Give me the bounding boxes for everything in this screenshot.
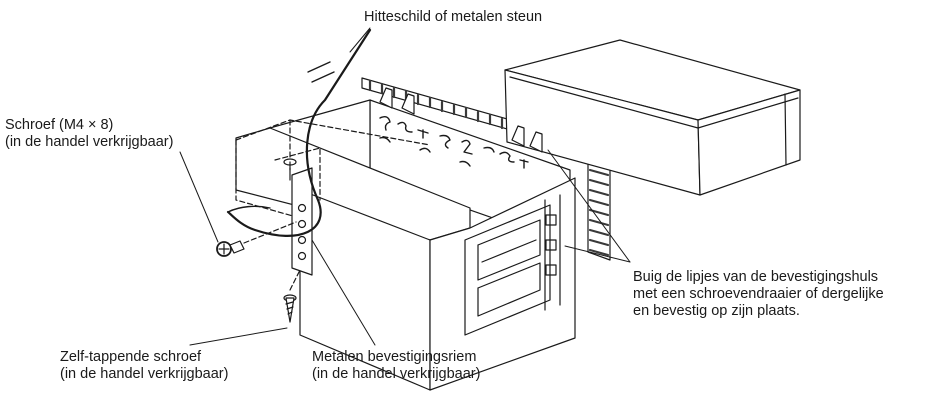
unit-body: [235, 127, 576, 391]
label-metal-strap-line2: (in de handel verkrijgbaar): [312, 366, 481, 382]
label-metal-strap-line1: Metalen bevestigingsriem: [312, 349, 477, 365]
sleeve-markings: [379, 115, 529, 169]
strap-hole: [297, 203, 307, 213]
label-heat-shield: Hitteschild of metalen steun: [364, 9, 542, 26]
label-metal-strap: Metalen bevestigingsriem (in de handel v…: [312, 349, 480, 383]
strap-top-screw: [283, 158, 297, 181]
leader-lines: [179, 27, 631, 346]
leader-self-tapping-screw: [189, 327, 288, 346]
metal-strap: [291, 167, 313, 276]
label-bend-tabs-line3: en bevestig op zijn plaats.: [633, 303, 800, 319]
sleeve-tabs: [379, 87, 543, 153]
front-panel: [504, 39, 801, 196]
label-heat-shield-text: Hitteschild of metalen steun: [364, 9, 543, 25]
label-self-tapping-line1: Zelf-tappende schroef: [60, 349, 202, 365]
heat-shield-wire: [226, 28, 372, 237]
self-tapping-screw: [283, 269, 301, 323]
dashboard-right-edge: [587, 149, 611, 261]
label-bend-tabs: Buig de lipjes van de bevestigingshuls m…: [633, 269, 884, 320]
label-self-tapping-screw: Zelf-tappende schroef (in de handel verk…: [60, 349, 228, 383]
leader-bend-tabs-1: [564, 245, 631, 263]
label-bend-tabs-line2: met een schroevendraaier of dergelijke: [633, 286, 884, 302]
m4-screw: [216, 221, 297, 257]
strap-hole: [297, 235, 307, 245]
label-screw: Schroef (M4 × 8) (in de handel verkrijgb…: [5, 117, 173, 151]
leader-heat-shield: [349, 27, 371, 53]
leader-metal-strap: [311, 239, 376, 346]
label-screw-line2: (in de handel verkrijgbaar): [5, 134, 174, 150]
unit-dashed-outline: [235, 119, 431, 219]
leader-screw: [179, 151, 219, 243]
leader-bend-tabs-2: [547, 149, 631, 263]
label-bend-tabs-line1: Buig de lipjes van de bevestigingshuls: [633, 269, 879, 285]
label-self-tapping-line2: (in de handel verkrijgbaar): [60, 366, 229, 382]
label-screw-line1: Schroef (M4 × 8): [5, 117, 114, 133]
strap-hole: [297, 251, 307, 261]
strap-hole: [297, 219, 307, 229]
